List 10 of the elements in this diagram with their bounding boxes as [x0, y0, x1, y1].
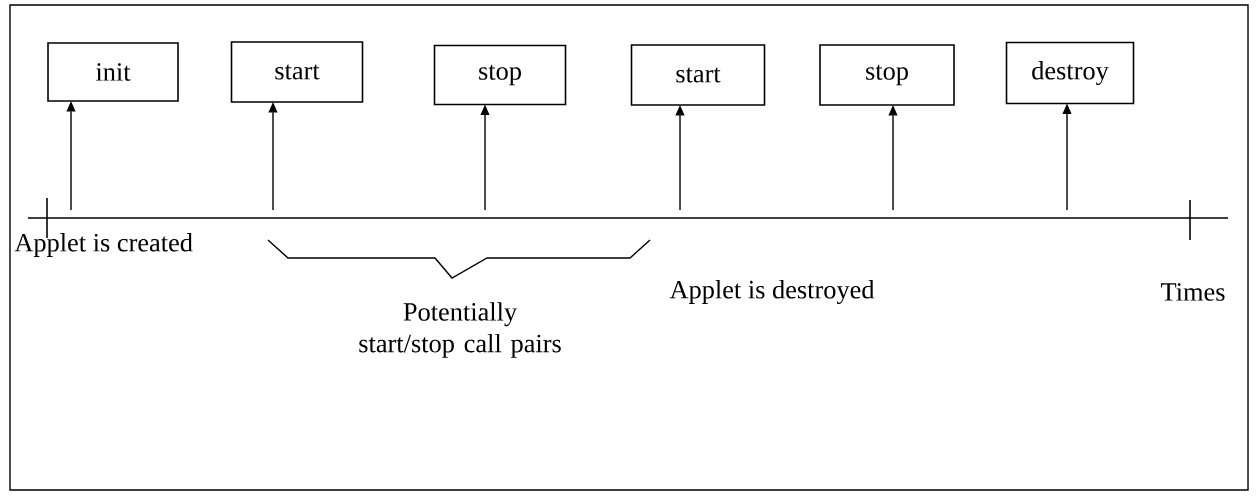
note-text: Times — [1161, 283, 1225, 301]
method-box: init — [47, 42, 179, 102]
method-box: start — [230, 41, 364, 103]
method-box: destroy — [1005, 41, 1135, 105]
method-box: stop — [819, 44, 955, 106]
note-text: Potentially start/stop call pairs — [359, 302, 561, 358]
method-box: stop — [433, 44, 567, 106]
note-text: Applet is destroyed — [669, 280, 875, 304]
note-text: Applet is created — [14, 233, 193, 257]
method-box: start — [630, 44, 766, 106]
